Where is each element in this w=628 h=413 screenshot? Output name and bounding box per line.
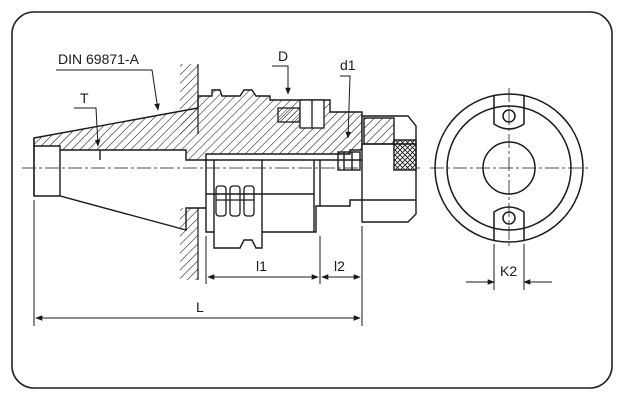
spindle-wall <box>180 64 199 280</box>
label-D: D <box>278 48 288 64</box>
drive-slots <box>215 185 255 217</box>
label-T: T <box>80 90 89 106</box>
label-l1: l1 <box>256 258 267 274</box>
set-screw <box>277 99 325 129</box>
label-standard: DIN 69871-A <box>58 51 140 67</box>
dimension-lines <box>33 200 552 326</box>
label-L: L <box>196 299 204 315</box>
label-K2: K2 <box>500 263 517 279</box>
end-face-view <box>434 93 584 243</box>
clamping-nut <box>337 115 417 223</box>
leader-lines <box>56 65 352 147</box>
label-l2: l2 <box>334 258 345 274</box>
label-d1: d1 <box>340 57 356 73</box>
tool-body <box>205 159 362 249</box>
drawing-frame <box>11 11 613 389</box>
